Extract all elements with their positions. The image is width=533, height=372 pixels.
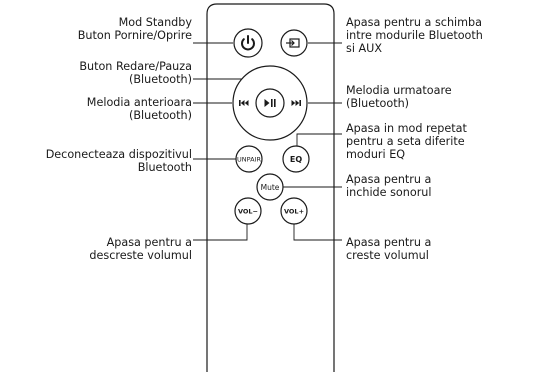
label-standby: Mod Standby Buton Pornire/Oprire — [78, 16, 192, 42]
label-previous: Melodia anterioara (Bluetooth) — [87, 96, 192, 122]
volume-up-button[interactable] — [280, 197, 308, 225]
label-next-line-2: (Bluetooth) — [346, 97, 410, 110]
volume-down-button[interactable] — [234, 197, 262, 225]
label-play-pause-line-2: (Bluetooth) — [128, 73, 192, 86]
mute-button-label: Mute — [261, 183, 280, 192]
label-mute-line-1: Apasa pentru a — [346, 173, 432, 186]
mute-button[interactable] — [256, 173, 284, 201]
label-source-line-3: si AUX — [346, 42, 382, 55]
play-pause-button[interactable] — [255, 88, 285, 118]
label-standby-line-1: Mod Standby — [118, 16, 192, 29]
label-eq-line-3: moduri EQ — [346, 148, 406, 161]
label-source-line-1: Apasa pentru a schimba — [346, 16, 483, 29]
label-eq-line-2: pentru a seta diferite — [346, 135, 465, 148]
power-icon — [241, 35, 255, 51]
label-mute: Apasa pentru a inchide sonorul — [346, 173, 432, 199]
label-previous-line-1: Melodia anterioara — [86, 96, 192, 109]
label-eq: Apasa in mod repetat pentru a seta difer… — [346, 122, 467, 161]
input-source-icon — [286, 38, 300, 48]
label-vol-up-line-2: creste volumul — [346, 249, 429, 262]
label-standby-line-2: Buton Pornire/Oprire — [77, 29, 192, 42]
previous-track-icon[interactable] — [239, 100, 249, 106]
label-source-line-2: intre modurile Bluetooth — [346, 29, 483, 42]
label-vol-down-line-2: descreste volumul — [89, 249, 192, 262]
label-source: Apasa pentru a schimba intre modurile Bl… — [346, 16, 483, 55]
eq-button[interactable] — [282, 145, 310, 173]
leader-vol-up — [293, 222, 342, 241]
label-vol-up-line-1: Apasa pentru a — [346, 236, 432, 249]
label-vol-up: Apasa pentru a creste volumul — [346, 236, 431, 262]
play-pause-icon — [264, 99, 276, 107]
unpair-button[interactable] — [235, 145, 263, 173]
label-unpair: Deconecteaza dispozitivul Bluetooth — [46, 148, 192, 174]
label-eq-line-1: Apasa in mod repetat — [346, 122, 467, 135]
label-mute-line-2: inchide sonorul — [346, 186, 432, 199]
leader-eq — [296, 133, 342, 149]
volume-up-button-label: VOL+ — [284, 208, 304, 216]
next-track-icon[interactable] — [291, 100, 302, 106]
label-unpair-line-2: Bluetooth — [137, 161, 192, 174]
volume-down-button-label: VOL− — [238, 208, 258, 216]
label-unpair-line-1: Deconecteaza dispozitivul — [45, 148, 192, 161]
leader-vol-down — [193, 222, 248, 241]
label-vol-down: Apasa pentru a descreste volumul — [89, 236, 192, 262]
label-play-pause: Buton Redare/Pauza (Bluetooth) — [79, 60, 192, 86]
remote-body — [206, 3, 335, 372]
label-play-pause-line-1: Buton Redare/Pauza — [79, 60, 192, 73]
unpair-button-label: UNPAIR — [237, 156, 261, 164]
label-next: Melodia urmatoare (Bluetooth) — [346, 84, 452, 110]
label-next-line-1: Melodia urmatoare — [346, 84, 452, 97]
label-vol-down-line-1: Apasa pentru a — [106, 236, 192, 249]
eq-button-label: EQ — [290, 155, 302, 164]
label-previous-line-2: (Bluetooth) — [128, 109, 192, 122]
